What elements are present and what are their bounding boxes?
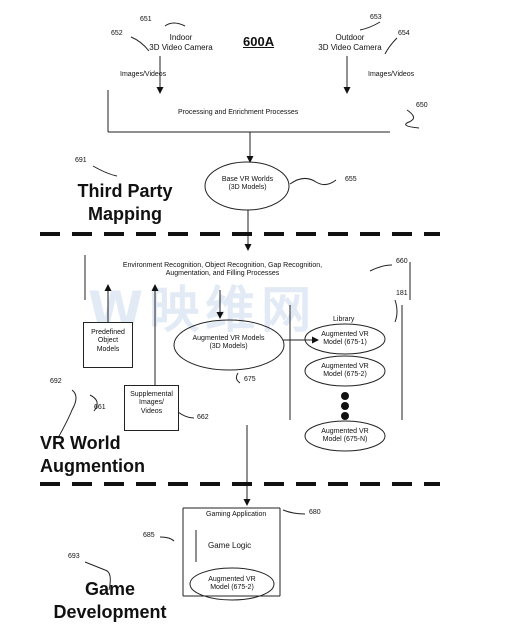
game-logic-label: Game Logic — [208, 541, 252, 550]
ref-leader — [84, 561, 111, 591]
ref-leader — [159, 536, 175, 542]
processing-label: Processing and Enrichment Processes — [178, 109, 299, 116]
ref-leader — [130, 36, 150, 52]
base-worlds-label: Base VR Worlds (3D Models) — [221, 176, 274, 192]
augmented-models-ellipse — [173, 319, 285, 371]
lib-model-2-ellipse — [304, 355, 386, 387]
predefined-models-box: Predefined Object Models — [83, 322, 133, 368]
section-vr-world: VR World Augmention — [40, 433, 145, 476]
gaming-app-label: Gaming Application — [206, 511, 267, 518]
ref-660: 660 — [396, 258, 408, 265]
supplemental-box: Supplemental Images/ Videos — [124, 385, 179, 431]
recognition-label: Environment Recognition, Object Recognit… — [122, 262, 323, 278]
ref-leader — [177, 411, 195, 419]
ellipsis-dot — [341, 412, 349, 420]
ref-693: 693 — [68, 553, 80, 560]
ref-680: 680 — [309, 509, 321, 516]
images-videos-left: Images/Videos — [120, 71, 167, 78]
lib-model-n-label: Augmented VR Model (675-N) — [321, 428, 369, 444]
game-model-ellipse — [189, 567, 275, 601]
section-game-development: Game Development — [53, 579, 167, 622]
ref-655: 655 — [345, 176, 357, 183]
ref-leader — [164, 22, 186, 27]
ref-692: 692 — [50, 378, 62, 385]
ref-leader — [282, 509, 306, 515]
ref-653: 653 — [370, 14, 382, 21]
ref-685: 685 — [143, 532, 155, 539]
ref-leader — [57, 389, 77, 439]
augmented-models-label: Augmented VR Models (3D Models) — [192, 335, 265, 351]
ref-leader — [369, 264, 393, 272]
ref-654: 654 — [398, 30, 410, 37]
lib-model-1-ellipse — [304, 323, 386, 355]
predefined-models-label: Predefined Object Models — [91, 329, 125, 353]
lib-model-2-label: Augmented VR Model (675-2) — [321, 363, 369, 379]
ref-leader — [92, 165, 118, 177]
ref-leader — [405, 109, 420, 129]
lib-model-1-label: Augmented VR Model (675-1) — [321, 331, 369, 347]
base-worlds-ellipse — [204, 161, 290, 211]
game-model-label: Augmented VR Model (675-2) — [208, 576, 256, 592]
ellipsis-dot — [341, 402, 349, 410]
section-third-party: Third Party Mapping — [77, 181, 173, 224]
ref-652: 652 — [111, 30, 123, 37]
ellipsis-dot — [341, 392, 349, 400]
indoor-camera-label: Indoor 3D Video Camera — [149, 33, 213, 52]
ref-leader — [384, 37, 398, 55]
ref-650: 650 — [416, 102, 428, 109]
supplemental-label: Supplemental Images/ Videos — [130, 391, 173, 415]
ref-675: 675 — [244, 376, 256, 383]
library-label: Library — [333, 316, 355, 323]
ref-181: 181 — [396, 290, 408, 297]
figure-title: 600A — [243, 34, 275, 49]
ref-leader — [359, 21, 381, 31]
ref-661: 661 — [94, 404, 106, 411]
images-videos-right: Images/Videos — [368, 71, 415, 78]
ref-leader — [235, 372, 241, 384]
ref-662: 662 — [197, 414, 209, 421]
ref-leader — [394, 299, 398, 323]
ref-691: 691 — [75, 157, 87, 164]
ref-651: 651 — [140, 16, 152, 23]
ref-leader — [89, 394, 98, 412]
lib-model-n-ellipse — [304, 420, 386, 452]
outdoor-camera-label: Outdoor 3D Video Camera — [318, 33, 382, 52]
ref-leader — [289, 178, 337, 186]
